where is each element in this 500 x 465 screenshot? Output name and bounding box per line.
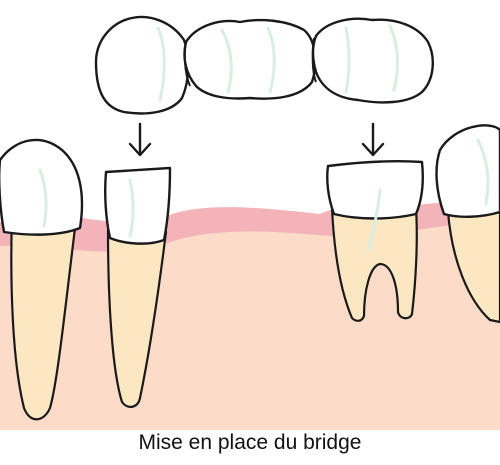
left-abutment-highlight [128, 178, 135, 238]
left-abutment-stump [104, 166, 172, 245]
right-tooth-root [446, 210, 500, 324]
bridge-crown-left [94, 15, 190, 115]
left-tooth [0, 138, 84, 421]
bridge-highlight-left [156, 26, 166, 102]
left-tooth-root [10, 213, 78, 421]
bridge-highlight-right-1 [344, 26, 351, 94]
left-tooth-crown [0, 138, 84, 236]
diagram-caption: Mise en place du bridge [138, 431, 362, 454]
down-arrow-icon [361, 122, 385, 157]
right-abutment-roots [330, 206, 418, 322]
right-abutment-highlight [366, 188, 382, 252]
bridge-highlight-right-2 [388, 24, 399, 92]
bridge-pontic [183, 18, 317, 100]
bridge-highlight-mid-1 [220, 28, 233, 94]
bridge-crown-right [311, 17, 434, 104]
right-abutment-tooth [326, 160, 424, 322]
right-abutment-stump [326, 160, 424, 220]
bridge-illustration [0, 15, 500, 430]
bridge-connector-1 [183, 41, 191, 87]
bridge-connector-2 [311, 37, 317, 83]
left-abutment-tooth [104, 166, 172, 408]
right-tooth-highlight [476, 138, 490, 206]
right-tooth-crown [435, 124, 500, 218]
bridge-prosthesis [94, 15, 434, 115]
down-arrow-icon [128, 122, 152, 157]
gum-body [0, 220, 500, 430]
right-tooth [435, 124, 500, 324]
left-tooth-highlight [38, 168, 48, 228]
left-abutment-root [106, 228, 168, 408]
bridge-highlight-mid-2 [266, 26, 276, 94]
